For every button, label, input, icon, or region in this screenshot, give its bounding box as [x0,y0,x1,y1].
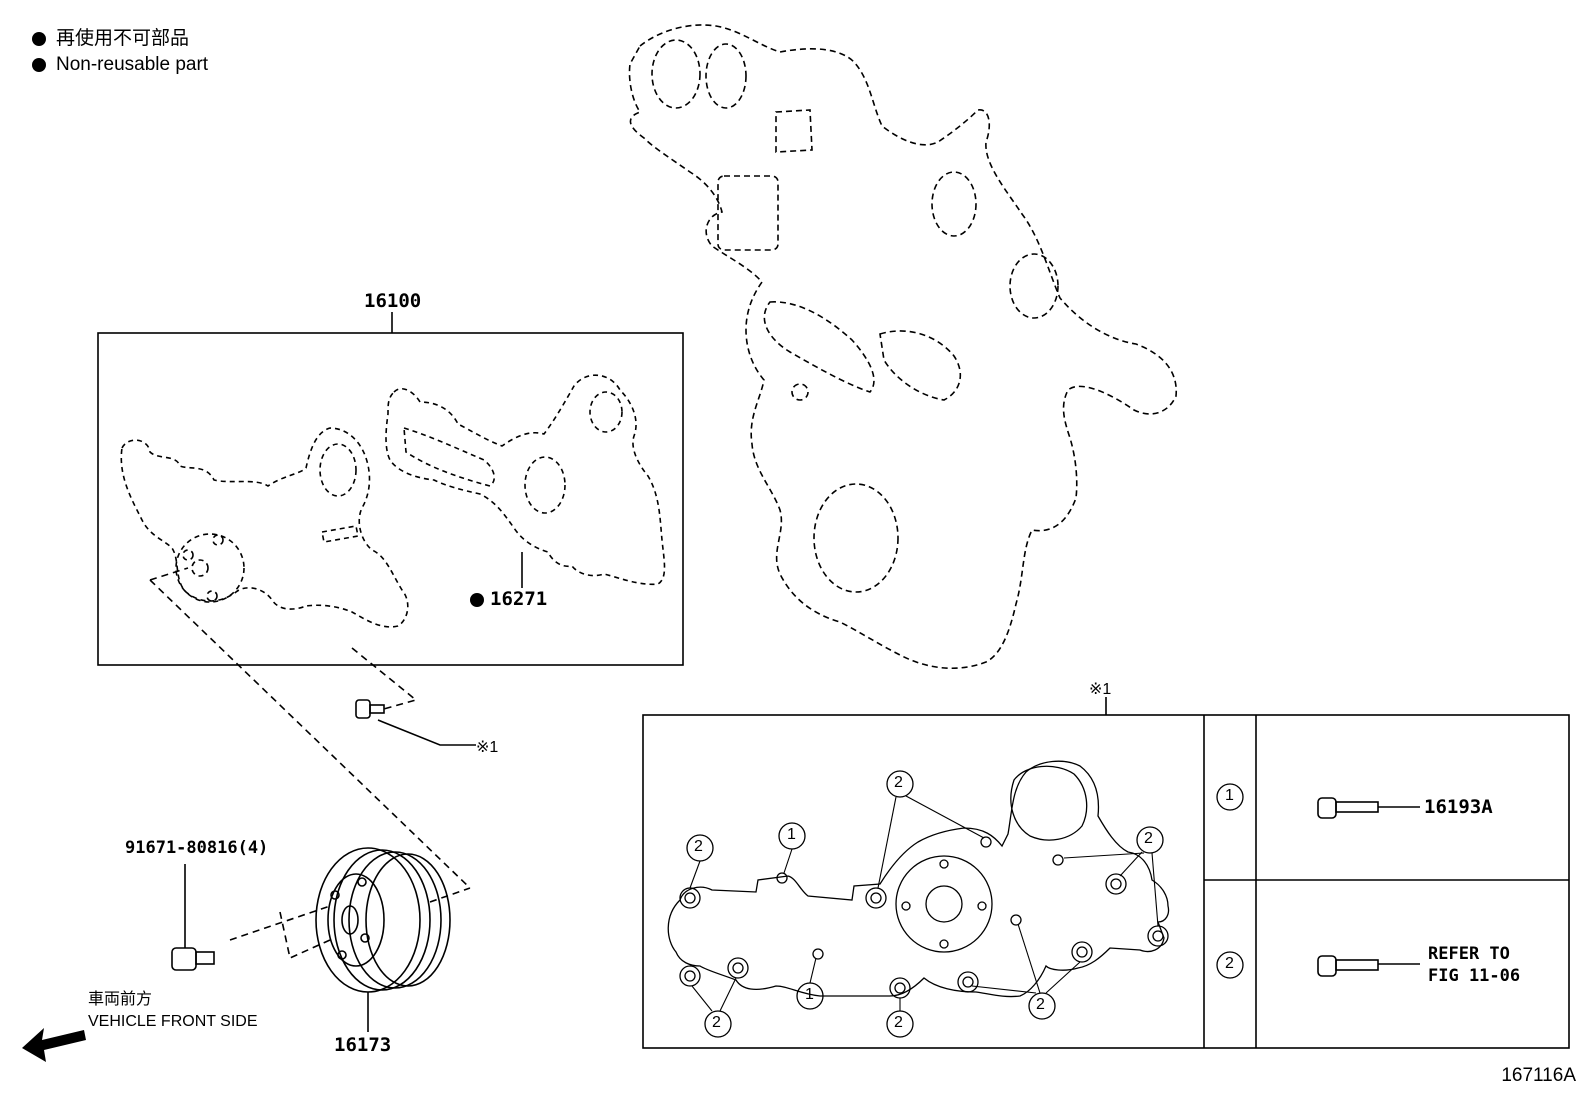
callout-number: 2 [694,838,703,855]
alignment-lines [149,567,471,960]
table-pump-outline [667,760,1170,999]
table-row-2-ref-line1: REFER TO [1428,944,1510,964]
label-ref-table: ※1 [1089,681,1112,698]
callout-number: 1 [787,826,796,843]
vehicle-front-en: VEHICLE FRONT SIDE [88,1013,258,1030]
table-bolt-2-drawing [1317,955,1420,977]
table-row-2-number: 2 [1225,955,1234,972]
pump-bolt-drawing [355,699,476,746]
label-16173: 16173 [334,1034,392,1056]
timing-cover-outline [628,24,1178,670]
callout-number: 1 [805,986,814,1003]
legend-row-en: Non-reusable part [32,52,208,78]
front-arrow-icon [22,1028,86,1062]
table-row-1-part: 16193A [1424,796,1493,818]
callout-number: 2 [1036,996,1045,1013]
legend-row-jp: 再使用不可部品 [32,26,208,52]
callout-number: 2 [894,1014,903,1031]
table-row-2-ref-line2: FIG 11-06 [1428,966,1521,986]
non-reusable-dot-icon [32,32,46,46]
label-16271: 16271 [490,588,548,610]
callout-number: 2 [894,774,903,791]
figure-number: 167116A [1501,1065,1576,1086]
pulley-drawing [315,847,451,993]
table-row-1-number: 1 [1225,787,1234,804]
gasket-outline [385,374,666,586]
legend-text-en: Non-reusable part [56,54,209,75]
assy-box [97,332,684,666]
pulley-bolt-drawing [171,947,215,971]
callout-number: 2 [712,1014,721,1031]
label-16100: 16100 [364,290,422,312]
legend: 再使用不可部品 Non-reusable part [32,26,208,78]
legend-text-jp: 再使用不可部品 [56,28,190,49]
label-ref-bolt: ※1 [476,739,499,756]
non-reusable-dot-icon [32,58,46,72]
callout-number: 2 [1144,830,1153,847]
callout-leaders [689,795,1159,1012]
non-reusable-dot-icon [470,593,484,607]
vehicle-front-jp: 車両前方 [88,991,153,1008]
table-bolt-1-drawing [1317,797,1420,819]
label-91671-80816: 91671-80816(4) [125,838,269,858]
callout-circles [686,770,1244,1038]
water-pump-outline [120,427,409,628]
